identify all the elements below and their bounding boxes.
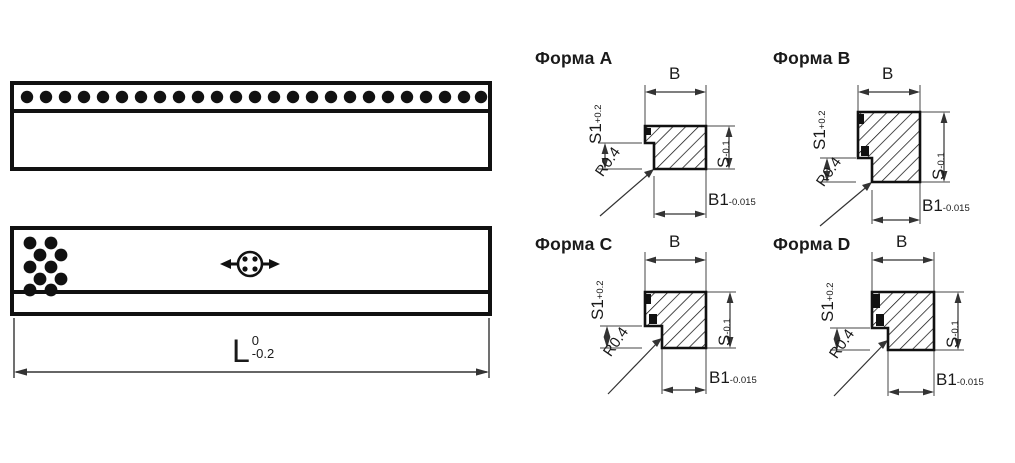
form-b-s1-tol: +0.2 — [817, 110, 828, 130]
form-b-dim-s1 — [823, 158, 831, 182]
form-d-dim-s — [954, 292, 962, 350]
form-c-radius-leader — [607, 338, 662, 395]
form-c-dim-s — [726, 292, 734, 348]
form-c-label-b1: B1-0.015 — [709, 368, 757, 388]
form-a-s-tol: -0.1 — [721, 140, 732, 157]
form-d-label-radius: R0.4 — [826, 326, 858, 370]
form-c-dim-b — [645, 256, 706, 264]
length-dimension-label: L 0 -0.2 — [232, 333, 275, 369]
form-d-dim-s1 — [833, 328, 841, 350]
form-d-panel: Форма D — [768, 226, 1015, 416]
form-b-s1-text: S1 — [810, 129, 829, 150]
form-b-b1-tol: -0.015 — [942, 203, 970, 214]
form-c-dim-s1 — [603, 326, 611, 348]
form-c-label-s: S-0.1 — [715, 318, 743, 366]
form-a-s-text: S — [714, 156, 733, 168]
form-d-s1-tol: +0.2 — [825, 282, 836, 302]
form-b-label-b1: B1-0.015 — [922, 196, 970, 216]
form-c-b1-tol: -0.015 — [729, 375, 757, 386]
form-c-title: Форма C — [535, 234, 613, 254]
length-tolerance-lower: -0.2 — [251, 346, 275, 361]
form-d-radius-leader — [833, 340, 888, 397]
form-d-label-b1: B1-0.015 — [936, 370, 984, 390]
form-b-s-tol: -0.1 — [936, 152, 947, 169]
form-c-label-b: B — [669, 232, 681, 251]
form-c-s-tol: -0.1 — [722, 318, 733, 335]
form-d-title: Форма D — [773, 234, 851, 254]
form-c-label-radius: R0.4 — [600, 324, 632, 368]
form-b-profile — [856, 110, 922, 184]
form-a-dim-s — [725, 126, 733, 169]
form-d-s1-text: S1 — [818, 301, 837, 322]
rail-views-panel: L 0 -0.2 — [10, 81, 492, 378]
form-c-s-text: S — [715, 334, 734, 346]
form-d-s-tol: -0.1 — [950, 320, 961, 337]
form-d-label-b: B — [896, 232, 908, 251]
form-c-section-svg — [600, 252, 736, 395]
form-b-panel: Форма B — [768, 40, 1015, 230]
form-a-s1-tol: +0.2 — [593, 104, 604, 124]
form-a-label-b1: B1-0.015 — [708, 190, 756, 210]
form-a-s1-text: S1 — [586, 123, 605, 144]
form-b-title: Форма B — [773, 48, 851, 68]
top-view-hole-row — [20, 90, 488, 104]
form-a-title: Форма A — [535, 48, 613, 68]
center-marker-symbol — [220, 250, 280, 278]
top-view — [10, 81, 492, 171]
form-d-b1-text: B1 — [936, 370, 957, 389]
length-dimension — [13, 318, 490, 378]
form-b-s-text: S — [929, 168, 948, 180]
form-d-label-s: S-0.1 — [943, 320, 971, 368]
form-a-label-radius: R0.4 — [592, 144, 624, 188]
form-b-label-b: B — [882, 64, 894, 83]
form-b-dim-b1 — [872, 216, 920, 224]
form-d-b1-tol: -0.015 — [956, 377, 984, 388]
form-a-dim-b — [645, 88, 706, 96]
form-a-label-b: B — [669, 64, 681, 83]
form-b-dim-b — [858, 88, 920, 96]
form-b-dim-s — [940, 112, 948, 182]
form-c-s1-text: S1 — [588, 299, 607, 320]
form-a-radius-leader — [599, 169, 654, 217]
length-tolerance-upper: 0 — [251, 333, 260, 348]
form-d-dim-b1 — [888, 388, 934, 396]
bottom-view-hole-cluster — [23, 236, 68, 297]
form-a-label-s: S-0.1 — [714, 140, 742, 188]
form-d-profile — [870, 290, 936, 352]
form-a-dim-s1 — [601, 143, 609, 169]
form-d-dim-b — [872, 256, 934, 264]
form-a-section-svg — [598, 85, 735, 218]
form-a-b1-tol: -0.015 — [728, 197, 756, 208]
form-b-b1-text: B1 — [922, 196, 943, 215]
form-d-section-svg — [830, 252, 964, 397]
form-a-b1-text: B1 — [708, 190, 729, 209]
form-a-dim-b1 — [654, 210, 706, 218]
form-c-b1-text: B1 — [709, 368, 730, 387]
form-c-s1-tol: +0.2 — [595, 280, 606, 300]
length-symbol: L — [232, 333, 250, 369]
form-b-radius-leader — [819, 182, 872, 227]
bottom-view — [10, 226, 492, 316]
rail-views-svg — [10, 81, 492, 378]
form-a-profile — [643, 124, 708, 171]
form-b-section-svg — [819, 85, 950, 227]
form-a-panel: Форма A — [530, 40, 770, 230]
form-c-panel: Форма C — [530, 226, 770, 416]
form-b-label-radius: R0.4 — [813, 154, 845, 198]
form-d-s-text: S — [943, 336, 962, 348]
form-c-profile — [643, 290, 708, 350]
form-c-dim-b1 — [662, 386, 706, 394]
